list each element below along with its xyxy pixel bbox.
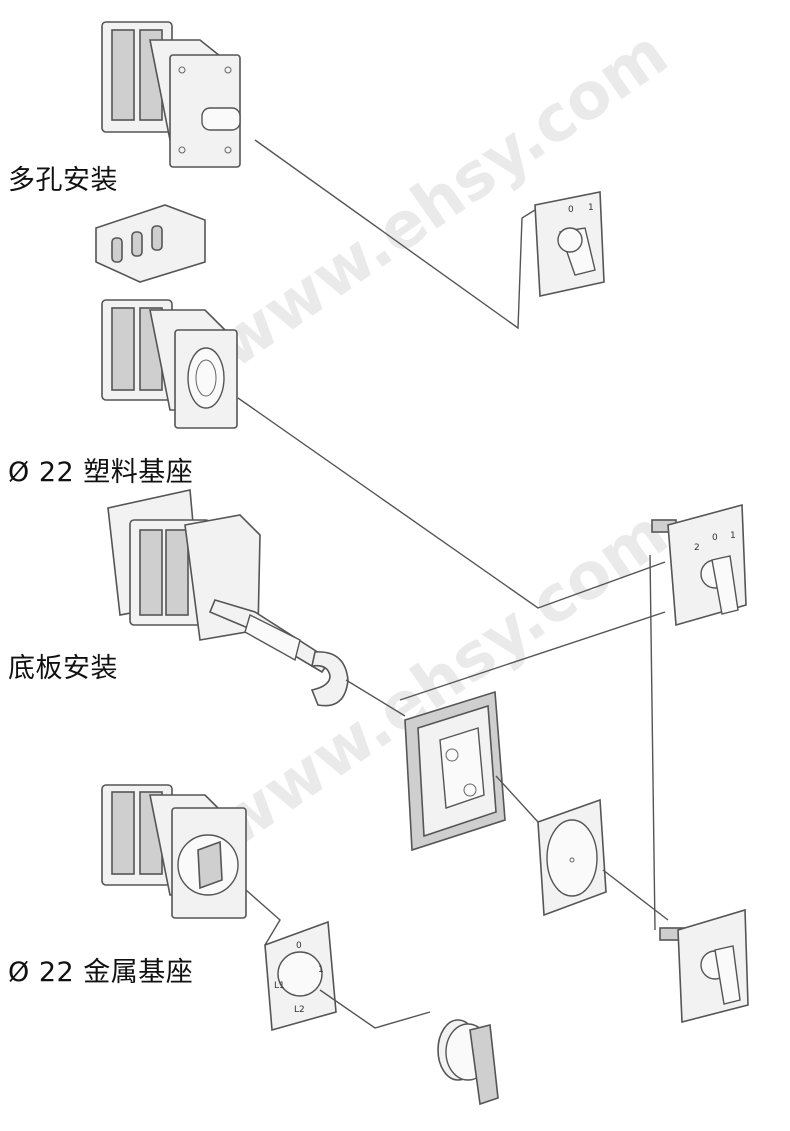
- svg-text:0: 0: [296, 941, 302, 951]
- connector-line-8: [319, 989, 431, 1029]
- svg-text:1: 1: [730, 531, 736, 541]
- connector-line-1: [254, 139, 536, 330]
- switch-body-base-plate: [107, 489, 261, 641]
- mounting-frame: [404, 690, 506, 852]
- gasket-disc: [537, 798, 607, 917]
- switch-body-multi-hole: [101, 21, 241, 168]
- label-base-plate-mounting: 底板安装: [8, 653, 118, 684]
- front-operator-with-shaft: 2 0 1: [651, 503, 747, 627]
- label-metal-base-22: Ø 22 金属基座: [8, 957, 194, 988]
- connector-line-4: [495, 775, 539, 823]
- front-plate-small: 0 1: [534, 191, 605, 297]
- svg-text:L1: L1: [274, 981, 285, 991]
- round-legend-plate: 0 1 L1 L2: [264, 920, 337, 1032]
- front-operator-bottom: [659, 908, 749, 1024]
- connector-line-3b: [399, 611, 666, 701]
- svg-text:1: 1: [318, 965, 324, 975]
- svg-text:1: 1: [588, 203, 594, 213]
- switch-body-plastic-base: [101, 299, 238, 429]
- svg-text:0: 0: [712, 533, 718, 543]
- switch-body-metal-base: [101, 784, 247, 919]
- svg-text:2: 2: [694, 543, 700, 553]
- connector-line-7: [245, 889, 281, 946]
- label-plastic-base-22: Ø 22 塑料基座: [8, 457, 194, 488]
- svg-text:L2: L2: [294, 1005, 305, 1015]
- selector-knob: [437, 1019, 499, 1106]
- connector-line-5: [602, 869, 669, 921]
- label-multi-hole-mounting: 多孔安装: [8, 165, 118, 196]
- connector-line-3a: [345, 679, 406, 717]
- watermark-top: www.ehsy.com: [202, 17, 681, 384]
- connector-line-2: [237, 397, 666, 609]
- extension-shaft: [208, 599, 349, 707]
- cover-cap: [95, 204, 206, 283]
- connector-line-6: [649, 554, 656, 931]
- svg-text:0: 0: [568, 205, 574, 215]
